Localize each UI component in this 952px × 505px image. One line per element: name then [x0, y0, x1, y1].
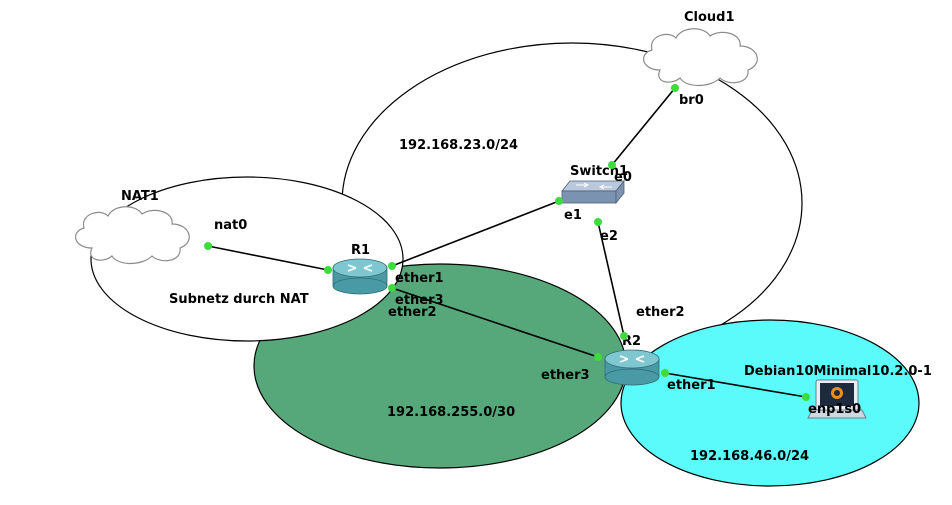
port-dot: [324, 266, 332, 274]
router-icon: [604, 349, 660, 386]
router-icon: [332, 258, 388, 295]
port-label-r2-ether3: ether3: [541, 368, 590, 383]
link-nat1-r1[interactable]: [207, 245, 329, 271]
link-r1-switch1[interactable]: [391, 200, 560, 267]
nat1-node[interactable]: NAT1: [75, 189, 190, 265]
link-r1-r2[interactable]: [391, 287, 599, 358]
r1-node[interactable]: R1: [332, 243, 388, 295]
link-cloud1-switch1[interactable]: [611, 87, 676, 166]
port-dot: [388, 262, 396, 270]
laptop-icon: [807, 379, 867, 419]
nat1-label: NAT1: [121, 189, 159, 204]
port-dots: [204, 84, 810, 401]
port-label-e2: e2: [600, 229, 618, 244]
port-dot: [802, 393, 810, 401]
port-dot: [661, 369, 669, 377]
cloud1-label: Cloud1: [684, 10, 735, 25]
debian-label: Debian10Minimal10.2.0-1: [744, 364, 932, 379]
switch-icon: [561, 179, 625, 205]
zones: [90, 42, 920, 487]
port-dot: [204, 242, 212, 250]
port-dot: [594, 353, 602, 361]
port-dot: [555, 197, 563, 205]
cloud-icon: [643, 28, 758, 87]
port-dot: [594, 218, 602, 226]
links: [207, 87, 807, 398]
link-switch1-r2[interactable]: [597, 221, 625, 337]
port-label-e0: e0: [614, 170, 632, 185]
r2-node[interactable]: R2: [604, 334, 660, 386]
zone-lan-ellipse: [620, 319, 920, 487]
port-dot: [620, 332, 628, 340]
port-label-e1: e1: [564, 208, 582, 223]
port-dot: [608, 161, 616, 169]
zone-labels: 192.168.23.0/24 Subnetz durch NAT 192.16…: [169, 138, 809, 464]
zone-lan-label: 192.168.46.0/24: [690, 449, 809, 464]
port-label-r2-ether1: ether1: [667, 378, 716, 393]
port-label-r1-ether3: ether3: [395, 293, 444, 308]
port-dot: [671, 84, 679, 92]
port-label-br0: br0: [679, 93, 704, 108]
port-label-r1-ether1: ether1: [395, 271, 444, 286]
port-labels: br0 e0 e1 e2 nat0 ether1 ether3 ether2 e…: [214, 93, 861, 417]
link-r2-debian[interactable]: [664, 372, 807, 398]
port-dot: [388, 284, 396, 292]
port-label-r1-ether2: ether2: [388, 305, 437, 320]
zone-wan-label: 192.168.23.0/24: [399, 138, 518, 153]
zone-nat-label: Subnetz durch NAT: [169, 292, 309, 307]
cloud-icon: [75, 206, 190, 265]
zone-transfer-label: 192.168.255.0/30: [387, 405, 515, 420]
port-label-enp1s0: enp1s0: [808, 402, 861, 417]
cloud1-node[interactable]: Cloud1: [643, 10, 758, 87]
port-label-r2-ether2: ether2: [636, 305, 685, 320]
debian-node[interactable]: Debian10Minimal10.2.0-1: [744, 364, 932, 419]
port-label-nat0: nat0: [214, 218, 247, 233]
r1-label: R1: [351, 243, 370, 258]
